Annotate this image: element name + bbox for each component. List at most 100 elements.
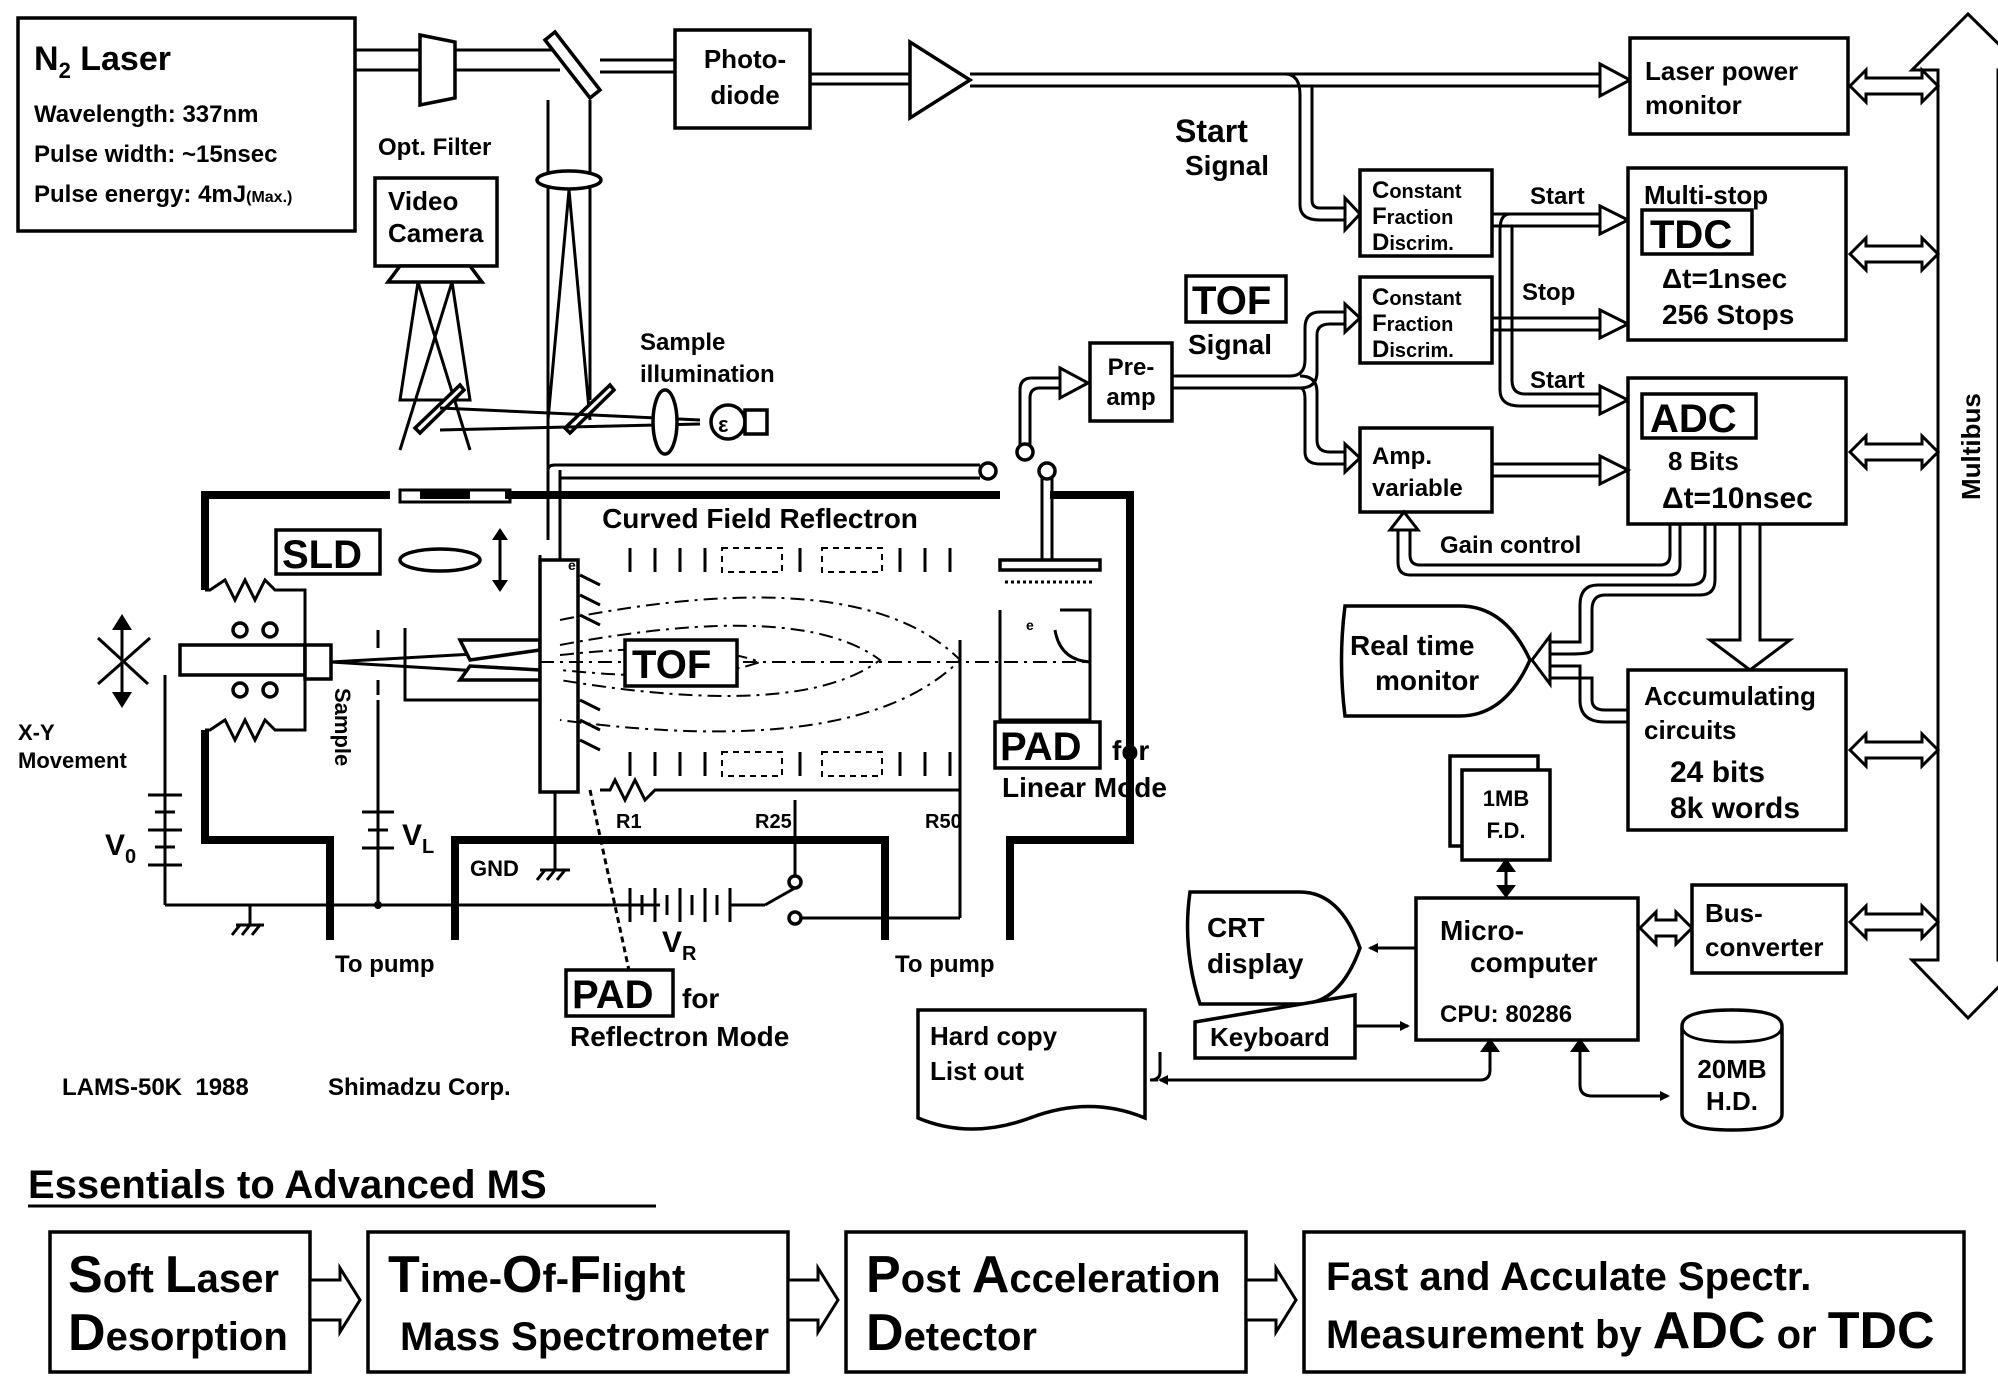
s1-line1-l: L bbox=[165, 1246, 197, 1304]
accum-label-3: 24 bits bbox=[1670, 756, 1765, 789]
amplifier-triangle-icon bbox=[908, 38, 974, 122]
illum-label-1: Sample bbox=[640, 329, 725, 356]
vacuum-chamber bbox=[201, 488, 1134, 940]
s3-ost: ost bbox=[901, 1257, 972, 1301]
amp-label-1: Amp. bbox=[1372, 443, 1432, 470]
cfd2-line2-initial: F bbox=[1372, 310, 1387, 337]
svg-text:Post Acceleration: Post Acceleration bbox=[866, 1246, 1221, 1304]
monitor-label-2: monitor bbox=[1375, 665, 1479, 696]
s1-line1-oft: oft bbox=[103, 1257, 165, 1301]
s3-cceleration: cceleration bbox=[1009, 1257, 1220, 1301]
hd-label-1: 20MB bbox=[1697, 1054, 1766, 1084]
accum-label-1: Accumulating bbox=[1644, 681, 1816, 711]
svg-text:Discrim.: Discrim. bbox=[1372, 229, 1454, 256]
start-signal-label-2: Signal bbox=[1185, 150, 1269, 181]
tdc-stops: 256 Stops bbox=[1662, 299, 1794, 330]
gnd-label: GND bbox=[470, 856, 519, 881]
svg-text:Time-Of-Flight: Time-Of-Flight bbox=[388, 1246, 685, 1304]
cfd1-line3-initial: D bbox=[1372, 229, 1389, 256]
bus-converter-box bbox=[1690, 883, 1848, 975]
s3-etector: etector bbox=[904, 1315, 1037, 1359]
svg-text:Constant: Constant bbox=[1372, 177, 1462, 204]
laser-pulse-energy-note: (Max.) bbox=[246, 189, 292, 206]
s1-line1-aser: aser bbox=[197, 1257, 279, 1301]
pad-refl-label: PAD bbox=[572, 973, 653, 1017]
cfd2-line3-rest: iscrim. bbox=[1389, 340, 1453, 362]
svg-text:VR: VR bbox=[662, 926, 697, 965]
s3-d: D bbox=[866, 1304, 904, 1362]
tof-signal-label-1: TOF bbox=[1192, 279, 1271, 323]
tdc-name: TDC bbox=[1650, 213, 1732, 257]
xy-label-1: X-Y bbox=[18, 720, 55, 745]
cfd-start-box bbox=[1358, 168, 1494, 258]
svg-text:Fraction: Fraction bbox=[1372, 203, 1453, 230]
r50-label: R50 bbox=[925, 811, 962, 833]
amp-variable-box bbox=[1358, 426, 1494, 514]
cpu-label: CPU: 80286 bbox=[1440, 1001, 1572, 1028]
credit-model: LAMS-50K 1988 bbox=[62, 1074, 249, 1101]
fd-label-1: 1MB bbox=[1483, 786, 1529, 811]
start-signal-label-1: Start bbox=[1175, 113, 1248, 149]
laser-pulse-width: Pulse width: ~15nsec bbox=[34, 141, 277, 168]
svg-text:Pulse energy: 4mJ(Max.): Pulse energy: 4mJ(Max.) bbox=[34, 181, 292, 208]
amp-label-2: variable bbox=[1372, 475, 1463, 502]
cfd1-line1-rest: onstant bbox=[1389, 181, 1462, 203]
svg-text:Constant: Constant bbox=[1372, 284, 1462, 311]
tdc-start-label: Start bbox=[1530, 183, 1585, 210]
bus-connector-arrows bbox=[1637, 66, 1941, 948]
v0-label: V bbox=[105, 829, 125, 862]
tdc-stop-label: Stop bbox=[1522, 279, 1575, 306]
video-label-1: Video bbox=[388, 186, 458, 216]
sample-label: Sample bbox=[330, 688, 355, 766]
cfd2-line1-initial: C bbox=[1372, 284, 1389, 311]
r25-label: R25 bbox=[755, 811, 792, 833]
hd-label-2: H.D. bbox=[1706, 1086, 1758, 1116]
photodiode-box bbox=[673, 28, 812, 130]
essential-adc-tdc-box bbox=[1302, 1230, 1966, 1374]
crt-display-shape bbox=[1185, 890, 1362, 1006]
microcomputer-box bbox=[1414, 896, 1640, 1042]
laser-monitor-label-2: monitor bbox=[1645, 90, 1742, 120]
vr-sub: R bbox=[682, 943, 697, 965]
crt-label-2: display bbox=[1207, 948, 1304, 979]
photodiode-label-2: diode bbox=[710, 80, 779, 110]
gain-control-label: Gain control bbox=[1440, 532, 1581, 559]
busconv-label-1: Bus- bbox=[1705, 898, 1763, 928]
vr-label: V bbox=[662, 926, 682, 959]
illum-label-2: illumination bbox=[640, 361, 775, 388]
s2-ime: ime- bbox=[420, 1257, 502, 1301]
s2-o: O bbox=[502, 1246, 542, 1304]
svg-text:Measurement by ADC or TDC: Measurement by ADC or TDC bbox=[1326, 1302, 1935, 1360]
credit-company: Shimadzu Corp. bbox=[328, 1074, 511, 1101]
real-time-monitor-shape bbox=[1339, 604, 1532, 718]
linear-electron-label: e bbox=[1026, 617, 1034, 633]
svg-text:N2 Laser: N2 Laser bbox=[34, 40, 171, 83]
micro-label-2: computer bbox=[1470, 947, 1598, 978]
to-pump-left: To pump bbox=[335, 951, 435, 978]
hardcopy-label-2: List out bbox=[930, 1056, 1024, 1086]
laser-title-rest: Laser bbox=[71, 40, 171, 78]
n2-laser-box: N2 Laser Wavelength: 337nm Pulse width: … bbox=[16, 16, 357, 233]
adc-start-label: Start bbox=[1530, 367, 1585, 394]
refl-electron-label: e bbox=[568, 557, 576, 573]
cfd2-line3-initial: D bbox=[1372, 336, 1389, 363]
essential-pad-box bbox=[844, 1230, 1248, 1374]
reflectron-label: Curved Field Reflectron bbox=[602, 503, 918, 534]
s2-line2: Mass Spectrometer bbox=[400, 1315, 769, 1359]
tof-signal-label-2: Signal bbox=[1188, 329, 1272, 360]
beam-splitter bbox=[542, 29, 603, 101]
s4-tdc: TDC bbox=[1828, 1302, 1935, 1360]
svg-text:Desorption: Desorption bbox=[68, 1304, 288, 1362]
s2-t: T bbox=[388, 1246, 420, 1304]
preamp-label-1: Pre- bbox=[1108, 354, 1155, 381]
essentials-heading: Essentials to Advanced MS bbox=[28, 1163, 547, 1207]
pad-linear-for: for bbox=[1112, 735, 1149, 766]
crt-label-1: CRT bbox=[1207, 912, 1265, 943]
xy-label-2: Movement bbox=[18, 748, 127, 773]
to-pump-right: To pump bbox=[895, 951, 995, 978]
optical-filter bbox=[418, 32, 457, 108]
s1-line1-s: S bbox=[68, 1246, 103, 1304]
pad-refl-mode: Reflectron Mode bbox=[570, 1021, 789, 1052]
vl-battery-icon bbox=[362, 810, 394, 850]
